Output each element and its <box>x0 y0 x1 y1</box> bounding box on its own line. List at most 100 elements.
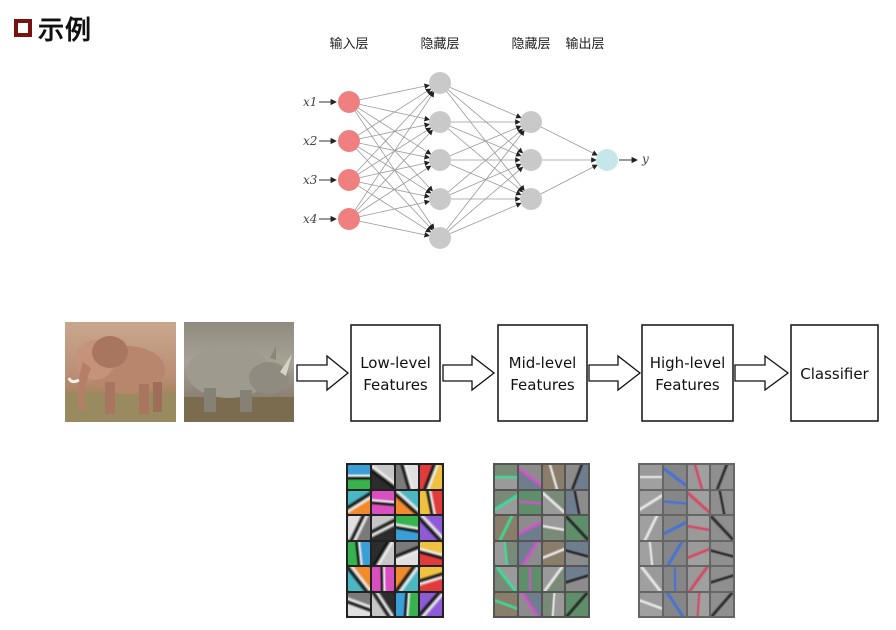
output-label-y: y <box>641 152 649 166</box>
filter-tile <box>687 490 710 514</box>
filter-tile <box>518 567 541 591</box>
filter-tile <box>640 465 662 489</box>
filter-tile <box>495 592 517 616</box>
filter-tile <box>420 592 442 616</box>
filter-tile <box>348 541 370 565</box>
filter-tile <box>396 516 418 540</box>
filter-tile <box>495 516 517 540</box>
input-label-x4: x4 <box>303 212 317 226</box>
filter-tile <box>348 490 370 514</box>
connection-edge <box>448 89 524 154</box>
filter-tile <box>420 567 442 591</box>
hidden1-node <box>429 72 451 94</box>
hidden1-node <box>429 111 451 133</box>
low-level-filter-grid <box>346 463 444 618</box>
filter-tile <box>396 592 418 616</box>
network-nodes <box>338 72 618 249</box>
filter-tile <box>518 592 541 616</box>
connection-edge <box>448 166 524 232</box>
stage-high-level-line2: Features <box>655 376 720 394</box>
filter-tile <box>542 490 565 514</box>
filter-tile <box>663 567 686 591</box>
arrow-to-high-level <box>588 354 642 392</box>
connection-edge <box>359 83 431 101</box>
filter-tile <box>372 465 394 489</box>
filter-tile <box>566 516 588 540</box>
layer-label-output: 输出层 <box>565 36 604 52</box>
stage-low-level-line2: Features <box>363 376 428 394</box>
connection-edge <box>540 126 598 156</box>
connection-edge <box>358 165 432 214</box>
connection-edge <box>449 125 522 157</box>
connection-edge <box>449 86 522 119</box>
hidden1-node <box>429 188 451 210</box>
filter-tile <box>542 465 565 489</box>
stage-box-low-level <box>350 324 441 422</box>
connection-edge <box>359 199 431 218</box>
filter-tile <box>396 541 418 565</box>
filter-tile <box>396 465 418 489</box>
filter-tile <box>542 516 565 540</box>
filter-tile <box>566 592 588 616</box>
connection-edge <box>540 164 598 195</box>
filter-tile <box>348 516 370 540</box>
filter-tile <box>348 465 370 489</box>
input-node <box>338 91 360 113</box>
filter-tile <box>663 516 686 540</box>
connection-edge <box>358 88 432 136</box>
input-labels: x1 x2 x3 x4 <box>303 95 318 226</box>
filter-tile <box>420 516 442 540</box>
filter-tile <box>663 465 686 489</box>
layer-label-hidden-2: 隐藏层 <box>511 37 550 52</box>
filter-tile <box>495 541 517 565</box>
input-label-x1: x1 <box>303 95 317 109</box>
connection-edge <box>448 128 524 193</box>
filter-tile <box>495 465 517 489</box>
filter-tile <box>566 567 588 591</box>
high-level-filter-grid <box>638 463 735 618</box>
filter-tile <box>372 592 394 616</box>
filter-tile <box>687 541 710 565</box>
filter-tile <box>518 541 541 565</box>
hidden2-node <box>520 188 542 210</box>
slide-title: 示例 <box>14 10 92 46</box>
filter-tile <box>687 465 710 489</box>
filter-tile <box>640 567 662 591</box>
filter-tile <box>420 541 442 565</box>
filter-tile <box>542 541 565 565</box>
stage-high-level-line1: High-level <box>650 354 726 372</box>
filter-tile <box>687 516 710 540</box>
input-node <box>338 130 360 152</box>
filter-tile <box>396 490 418 514</box>
filter-tile <box>495 567 517 591</box>
elephant-photo <box>65 322 176 422</box>
filter-tile <box>711 567 733 591</box>
stage-classifier-label: Classifier <box>800 365 869 383</box>
filter-tile <box>640 592 662 616</box>
filter-tile <box>518 490 541 514</box>
stage-box-classifier <box>790 324 879 422</box>
filter-tile <box>420 490 442 514</box>
filter-tile <box>711 541 733 565</box>
filter-tile <box>687 592 710 616</box>
output-node <box>596 149 618 171</box>
filter-tile <box>711 592 733 616</box>
input-node <box>338 208 360 230</box>
connection-edge <box>356 90 434 173</box>
input-label-x2: x2 <box>303 134 317 148</box>
filter-tile <box>711 465 733 489</box>
filter-tile <box>396 567 418 591</box>
filter-tile <box>518 516 541 540</box>
filter-tile <box>663 592 686 616</box>
filter-tile <box>640 541 662 565</box>
filter-tile <box>372 567 394 591</box>
arrow-to-low-level <box>296 354 350 392</box>
filter-tile <box>566 465 588 489</box>
stage-mid-level-line2: Features <box>510 376 575 394</box>
filter-tile <box>663 490 686 514</box>
filter-tile <box>348 592 370 616</box>
connection-edge <box>359 220 431 238</box>
stage-low-level-line1: Low-level <box>360 354 431 372</box>
filter-tile <box>420 465 442 489</box>
